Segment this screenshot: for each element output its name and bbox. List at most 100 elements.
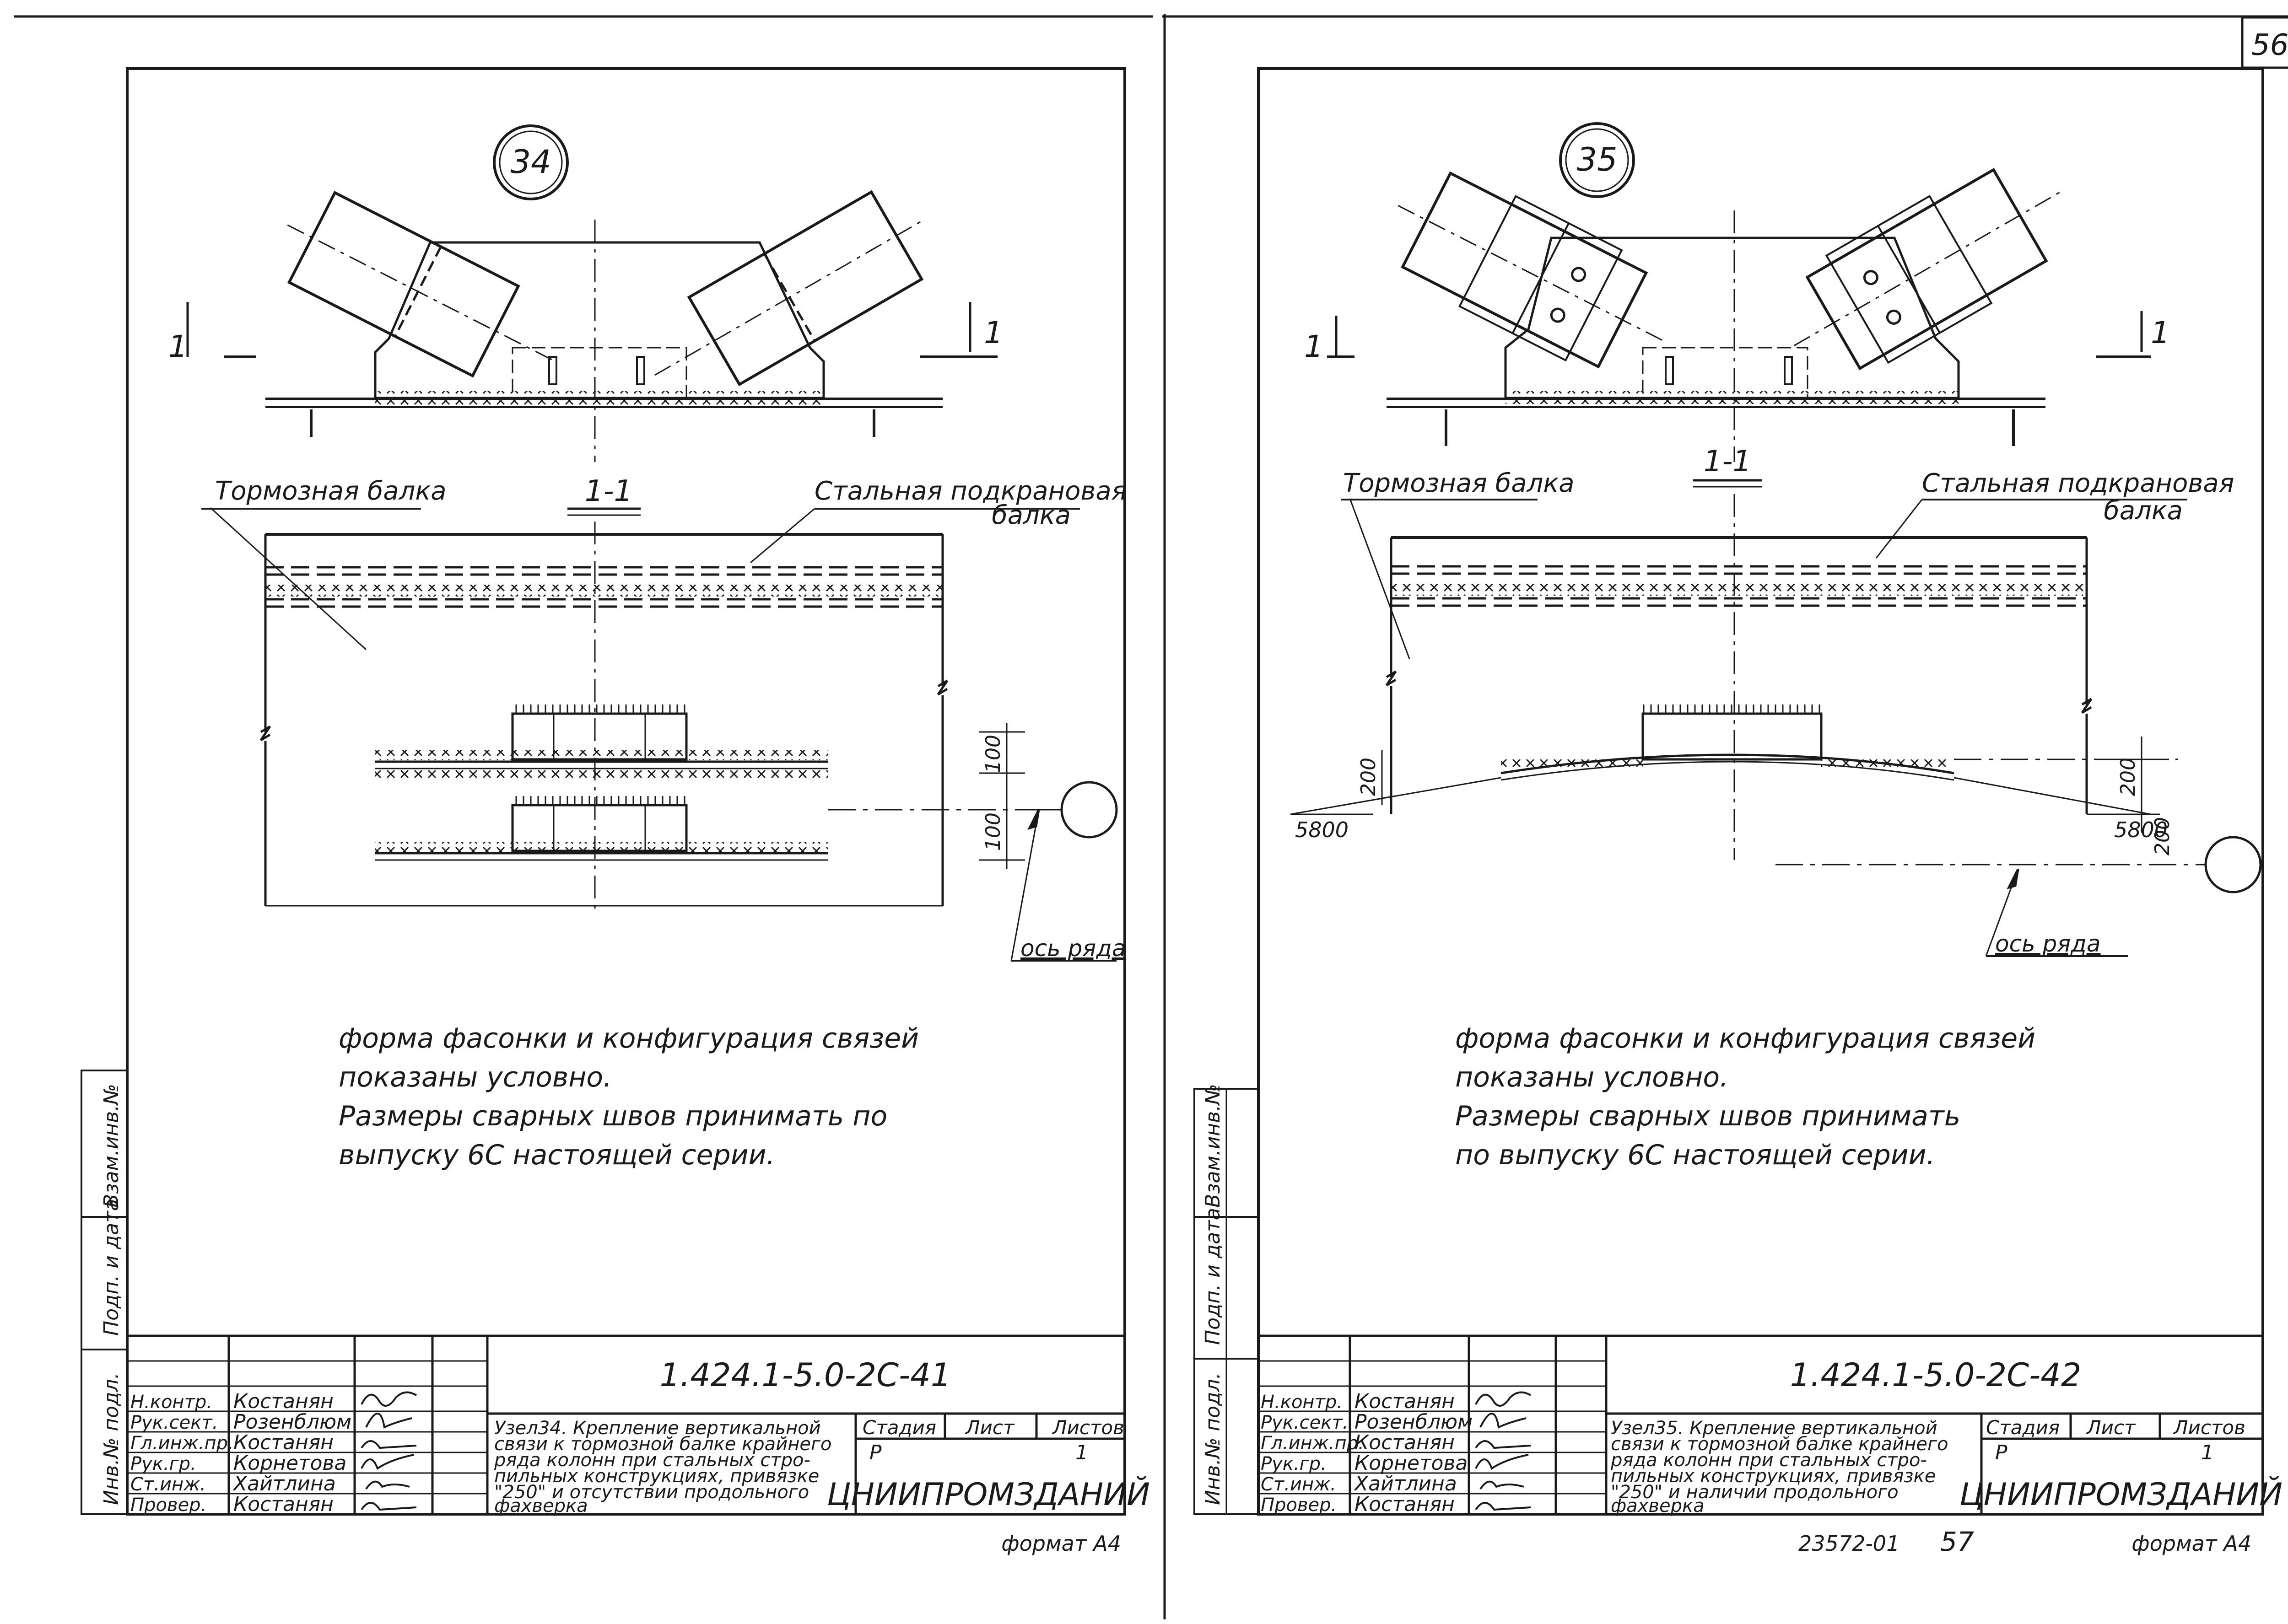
right-dim-200-a: 200: [1357, 758, 1380, 796]
left-name-6: Костанян: [233, 1493, 334, 1516]
right-title-line-2: связи к тормозной балке крайнего: [1611, 1434, 1948, 1455]
left-name-4: Корнетова: [233, 1452, 346, 1475]
right-stamp-inv: Инв.№ подл.: [1201, 1372, 1225, 1505]
right-stage-value: Р: [1995, 1441, 2007, 1464]
right-node-view: [1327, 122, 2151, 462]
right-signature-scribbles: [1475, 1391, 1532, 1511]
left-org-name: ЦНИИПРОМЗДАНИЙ: [827, 1476, 1150, 1513]
left-stamp-vzam: Взам.инв.№: [100, 1084, 123, 1208]
right-stamp-podp: Подп. и дата: [1201, 1208, 1225, 1345]
left-role-5: Ст.инж.: [130, 1474, 206, 1495]
right-dim-200-c: 200: [2151, 817, 2174, 855]
left-role-2: Рук.сект.: [130, 1412, 218, 1433]
right-name-4: Корнетова: [1354, 1452, 1468, 1475]
left-note-line-1: форма фасонки и конфигурация связей: [339, 1022, 919, 1054]
left-node-number: 34: [510, 143, 551, 181]
left-sheet-frame: [126, 67, 1126, 1516]
left-name-2: Розенблюм: [233, 1410, 351, 1434]
right-doc-code: 1.424.1-5.0-2С-42: [1790, 1356, 2082, 1394]
right-title-line-5: "250" и наличии продольного: [1611, 1482, 1899, 1503]
left-sheet-value: 1: [1075, 1441, 1088, 1464]
left-doc-code: 1.424.1-5.0-2С-41: [660, 1356, 951, 1394]
right-axis-label: ось ряда: [1995, 930, 2100, 957]
right-role-2: Рук.сект.: [1261, 1412, 1348, 1433]
left-stamp-inv: Инв.№ подл.: [100, 1372, 123, 1505]
right-sheet-value: 1: [2201, 1441, 2214, 1464]
right-node-number: 35: [1576, 141, 1617, 178]
right-signatures: Н.контр. Рук.сект. Гл.инж.пр. Рук.гр. Ст…: [1261, 1390, 1473, 1516]
right-stamp-vzam: Взам.инв.№: [1201, 1084, 1225, 1208]
right-role-6: Провер.: [1261, 1495, 1337, 1516]
right-org-name: ЦНИИПРОМЗДАНИЙ: [1959, 1476, 2283, 1513]
right-brake-beam-label: Тормозная балка: [1343, 468, 1575, 498]
right-name-3: Костанян: [1354, 1431, 1455, 1454]
right-note-line-4: по выпуску 6С настоящей серии.: [1455, 1139, 1935, 1171]
left-section-view: [201, 507, 1118, 962]
left-stage-label: Стадия: [863, 1416, 936, 1439]
left-side-stamp: [81, 1070, 128, 1515]
left-role-3: Гл.инж.пр.: [130, 1433, 234, 1454]
left-note-line-3: Размеры сварных швов принимать по: [339, 1100, 887, 1132]
left-title-text: Узел34. Крепление вертикальной связи к т…: [494, 1418, 831, 1516]
left-dim-100-a: 100: [982, 735, 1005, 773]
left-crane-beam-label-2: балка: [992, 500, 1071, 530]
left-stage-value: Р: [869, 1441, 882, 1464]
left-section-mark-right: 1: [984, 315, 1003, 350]
left-name-1: Костанян: [233, 1390, 334, 1413]
left-title-line-2: связи к тормозной балке крайнего: [494, 1434, 831, 1455]
left-sheet-label: Лист: [965, 1416, 1015, 1439]
left-role-1: Н.контр.: [130, 1392, 212, 1413]
right-format-label: формат А4: [2132, 1531, 2251, 1556]
left-brake-beam-label: Тормозная балка: [215, 476, 447, 506]
right-crane-beam-label-1: Стальная подкрановая: [1922, 468, 2234, 498]
right-section-view: [1290, 479, 2262, 957]
right-section-mark-right: 1: [2151, 315, 2170, 350]
right-title-line-1: Узел35. Крепление вертикальной: [1611, 1418, 1937, 1439]
page-borders: [14, 14, 2288, 1619]
right-section-mark-left: 1: [1304, 329, 1323, 364]
right-crane-beam-label-2: балка: [2104, 496, 2183, 526]
left-dim-100-b: 100: [982, 812, 1005, 851]
right-role-4: Рук.гр.: [1261, 1453, 1327, 1474]
right-dim-5800-left: 5800: [1295, 817, 1349, 842]
right-name-5: Хайтлина: [1354, 1472, 1457, 1495]
right-title-line-6: фахверка: [1611, 1495, 1705, 1516]
right-role-3: Гл.инж.пр.: [1261, 1433, 1364, 1454]
right-dim-200-b: 200: [2116, 758, 2140, 796]
right-name-2: Розенблюм: [1354, 1410, 1473, 1434]
right-note-line-2: показаны условно.: [1455, 1061, 1728, 1093]
left-section-title: 1-1: [585, 474, 633, 508]
left-sheets-label: Листов: [1052, 1416, 1124, 1439]
left-title-line-6: фахверка: [494, 1495, 588, 1516]
left-note-line-4: выпуску 6С настоящей серии.: [339, 1139, 775, 1171]
right-title-line-4: пильных конструкциях, привязке: [1611, 1466, 1936, 1487]
right-sheets-label: Листов: [2173, 1416, 2245, 1439]
right-stage-label: Стадия: [1986, 1416, 2060, 1439]
left-title-line-4: пильных конструкциях, привязке: [494, 1466, 819, 1487]
right-name-6: Костанян: [1354, 1493, 1455, 1516]
left-signature-scribbles: [361, 1391, 417, 1511]
left-signatures: Н.контр. Рук.сект. Гл.инж.пр. Рук.гр. Ст…: [130, 1390, 351, 1516]
left-role-6: Провер.: [130, 1495, 206, 1516]
right-sheet-frame: [1257, 67, 2264, 1516]
left-name-3: Костанян: [233, 1431, 334, 1454]
right-note-line-3: Размеры сварных швов принимать: [1455, 1100, 1960, 1132]
right-name-1: Костанян: [1354, 1390, 1455, 1413]
left-stamp-podp: Подп. и дата: [100, 1199, 123, 1336]
right-role-1: Н.контр.: [1261, 1392, 1343, 1413]
left-title-line-5: "250" и отсутствии продольного: [494, 1482, 809, 1503]
right-sheet-label: Лист: [2086, 1416, 2136, 1439]
left-title-block: [127, 1334, 1125, 1514]
page-number: 56: [2251, 28, 2288, 62]
left-title-line-1: Узел34. Крепление вертикальной: [494, 1418, 821, 1439]
right-section-title: 1-1: [1704, 445, 1752, 479]
right-side-stamp: [1193, 1088, 1259, 1515]
right-dim-5800-right: 5800: [2114, 817, 2168, 842]
right-title-text: Узел35. Крепление вертикальной связи к т…: [1610, 1418, 1948, 1516]
right-note-line-1: форма фасонки и конфигурация связей: [1455, 1022, 2035, 1054]
left-crane-beam-label-1: Стальная подкрановая: [815, 476, 1127, 506]
left-section-mark-left: 1: [168, 329, 188, 364]
right-archive-number: 23572-01: [1798, 1531, 1899, 1556]
right-page-bottom: 57: [1940, 1526, 1974, 1557]
